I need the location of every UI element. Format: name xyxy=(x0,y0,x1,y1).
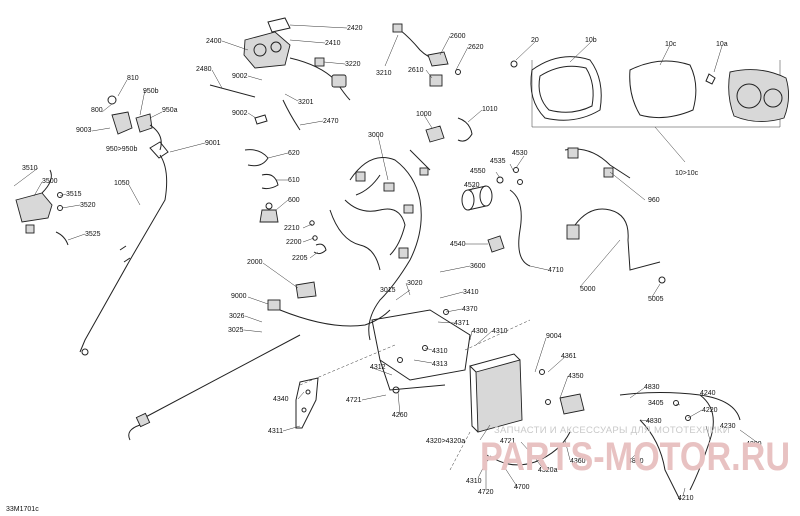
part-drawings xyxy=(15,17,789,501)
label-2420: 2420 xyxy=(347,25,363,32)
label-4240: 4240 xyxy=(700,390,716,397)
label-10-10c: 10>10c xyxy=(675,170,699,177)
label-4320a: 4320a xyxy=(538,467,558,474)
label-4310a: 4310 xyxy=(492,328,508,335)
figure-code: 33M1701c xyxy=(6,506,39,513)
label-4310c: 4310 xyxy=(466,478,482,485)
label-4710: 4710 xyxy=(548,267,564,274)
label-3000: 3000 xyxy=(368,132,384,139)
label-4340: 4340 xyxy=(273,396,289,403)
label-4311: 4311 xyxy=(268,428,283,435)
label-950a: 950a xyxy=(162,107,178,114)
label-1000: 1000 xyxy=(416,111,432,118)
label-10b: 10b xyxy=(585,37,597,44)
label-3520: 3520 xyxy=(80,202,96,209)
label-4310b: 4310 xyxy=(432,348,448,355)
label-9000: 9000 xyxy=(231,293,247,300)
label-2000: 2000 xyxy=(247,259,263,266)
label-4530: 4530 xyxy=(512,150,528,157)
label-3220: 3220 xyxy=(345,61,361,68)
leader-lines xyxy=(13,24,759,497)
label-4720: 4720 xyxy=(478,489,494,496)
label-4313: 4313 xyxy=(432,361,448,368)
label-1010: 1010 xyxy=(482,106,498,113)
label-600: 600 xyxy=(288,197,300,204)
label-4371: 4371 xyxy=(454,320,470,327)
label-4540: 4540 xyxy=(450,241,466,248)
label-2410: 2410 xyxy=(325,40,341,47)
label-3210: 3210 xyxy=(376,70,392,77)
label-9003: 9003 xyxy=(76,127,92,134)
label-3510: 3510 xyxy=(22,165,38,172)
label-2200: 2200 xyxy=(286,239,302,246)
label-4360: 4360 xyxy=(570,458,586,465)
label-4200: 4200 xyxy=(746,441,762,448)
label-1050: 1050 xyxy=(114,180,130,187)
label-2480: 2480 xyxy=(196,66,212,73)
label-3410: 3410 xyxy=(463,289,479,296)
label-4550: 4550 xyxy=(470,168,486,175)
label-960: 960 xyxy=(648,197,660,204)
label-4370: 4370 xyxy=(462,306,478,313)
label-4230: 4230 xyxy=(720,423,736,430)
label-3015: 3015 xyxy=(380,287,396,294)
label-4312: 4312 xyxy=(370,364,386,371)
label-10c: 10c xyxy=(665,41,677,48)
label-5000: 5000 xyxy=(580,286,596,293)
label-2610: 2610 xyxy=(408,67,424,74)
label-5005: 5005 xyxy=(648,296,664,303)
label-4721a: 4721 xyxy=(346,397,362,404)
label-3026: 3026 xyxy=(229,313,245,320)
label-20: 20 xyxy=(531,37,539,44)
label-9001: 9001 xyxy=(205,140,221,147)
label-800: 800 xyxy=(91,107,103,114)
label-3405: 3405 xyxy=(648,400,664,407)
label-3525: 3525 xyxy=(85,231,101,238)
label-9004: 9004 xyxy=(546,333,562,340)
label-4820: 4820 xyxy=(628,458,644,465)
label-4320-4320a: 4320>4320a xyxy=(426,438,465,445)
label-610: 610 xyxy=(288,177,300,184)
label-2620: 2620 xyxy=(468,44,484,51)
watermark: ЗАПЧАСТИ И АКСЕССУАРЫ ДЛЯ МОТОТЕХНИКИ PA… xyxy=(480,425,790,479)
label-950-950b: 950>950b xyxy=(106,146,137,153)
label-4210: 4210 xyxy=(678,495,694,502)
label-3020: 3020 xyxy=(407,280,423,287)
label-4350: 4350 xyxy=(568,373,584,380)
label-950b: 950b xyxy=(143,88,159,95)
label-4361: 4361 xyxy=(561,353,577,360)
label-4830b: 4830 xyxy=(646,418,662,425)
label-9002b: 9002 xyxy=(232,110,248,117)
part-labels: 810 800 950b 950a 9003 950>950b 9001 351… xyxy=(22,25,762,502)
label-4260: 4260 xyxy=(392,412,408,419)
label-2400: 2400 xyxy=(206,38,222,45)
label-3600: 3600 xyxy=(470,263,486,270)
label-3025: 3025 xyxy=(228,327,244,334)
label-620: 620 xyxy=(288,150,300,157)
label-2205: 2205 xyxy=(292,255,308,262)
label-3201: 3201 xyxy=(298,99,314,106)
label-3500: 3500 xyxy=(42,178,58,185)
watermark-logo: PARTS-MOTOR.RU xyxy=(480,435,790,479)
label-810: 810 xyxy=(127,75,139,82)
label-10a: 10a xyxy=(716,41,728,48)
label-2210: 2210 xyxy=(284,225,300,232)
label-4300: 4300 xyxy=(472,328,488,335)
label-3515: 3515 xyxy=(66,191,82,198)
label-4520: 4520 xyxy=(464,182,480,189)
label-4830a: 4830 xyxy=(644,384,660,391)
label-4220: 4220 xyxy=(702,407,718,414)
label-4721b: 4721 xyxy=(500,438,516,445)
label-2600: 2600 xyxy=(450,33,466,40)
label-9002a: 9002 xyxy=(232,73,248,80)
label-4535: 4535 xyxy=(490,158,506,165)
label-4700: 4700 xyxy=(514,484,530,491)
label-2470: 2470 xyxy=(323,118,339,125)
watermark-tagline: ЗАПЧАСТИ И АКСЕССУАРЫ ДЛЯ МОТОТЕХНИКИ xyxy=(494,425,730,436)
